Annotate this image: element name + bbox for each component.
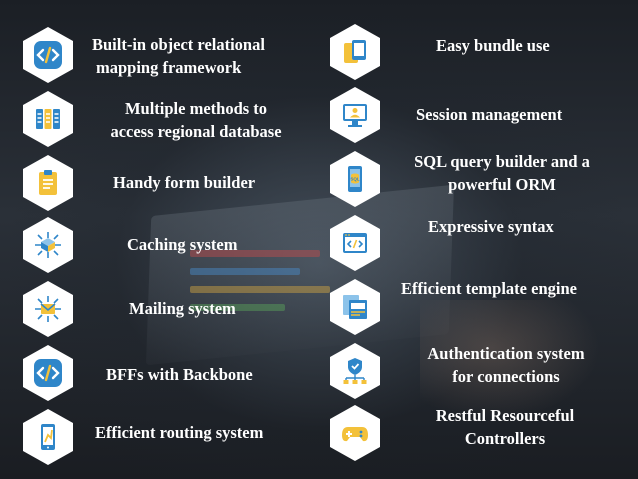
feature-label: Multiple methods to access regional data… [110, 99, 282, 141]
background-laptop-screen [145, 184, 455, 366]
background-chart-bar [190, 268, 300, 275]
left-icon-hex [23, 345, 73, 401]
sql-mobile-icon: SQL [348, 166, 362, 192]
feature-label: Authentication system for connections [427, 344, 585, 386]
left-icon-hex [23, 27, 73, 83]
shield-network-icon [343, 358, 367, 384]
feature-label: Efficient template engine [401, 279, 577, 298]
code-icon [34, 41, 62, 69]
right-icon-hex [330, 343, 380, 399]
devices-icon [344, 40, 366, 63]
right-icon-hex [330, 279, 380, 335]
feature-label: Built-in object relational mapping frame… [92, 35, 265, 77]
gamepad-icon [342, 427, 368, 442]
background-chart-bar [190, 304, 285, 311]
feature-label: Expressive syntax [428, 217, 554, 236]
left-icon-hex [23, 217, 73, 273]
feature-label: BFFs with Backbone [106, 365, 253, 384]
right-icon-hex [330, 405, 380, 461]
right-icon-hex [330, 87, 380, 143]
feature-label: Caching system [127, 235, 238, 254]
left-icon-hex [23, 281, 73, 337]
mobile-route-icon [41, 424, 55, 450]
feature-label: Handy form builder [113, 173, 256, 192]
right-icon-hex [330, 215, 380, 271]
template-icon [343, 295, 367, 319]
feature-label: Efficient routing system [95, 423, 264, 442]
right-icon-hex [330, 24, 380, 80]
server-icon [36, 109, 60, 129]
background-chart-bar [190, 286, 330, 293]
browser-code-icon [343, 233, 367, 253]
feature-label: Easy bundle use [436, 36, 550, 55]
background-hand [420, 300, 600, 420]
cache-network-icon [35, 232, 61, 258]
feature-label: SQL query builder and a powerful ORM [414, 152, 590, 194]
monitor-user-icon [343, 104, 367, 127]
right-icon-hex: SQL [330, 151, 380, 207]
sql-badge: SQL [350, 177, 360, 182]
left-icon-hex [23, 155, 73, 211]
mail-network-icon [35, 296, 61, 322]
left-icon-hex [23, 91, 73, 147]
code-icon [34, 359, 62, 387]
feature-label: Mailing system [129, 299, 236, 318]
clipboard-icon [39, 170, 57, 195]
feature-label: Session management [416, 105, 563, 124]
left-icon-hex [23, 409, 73, 465]
background-chart-bar [190, 250, 320, 257]
feature-label: Restful Resourceful Controllers [435, 406, 575, 448]
